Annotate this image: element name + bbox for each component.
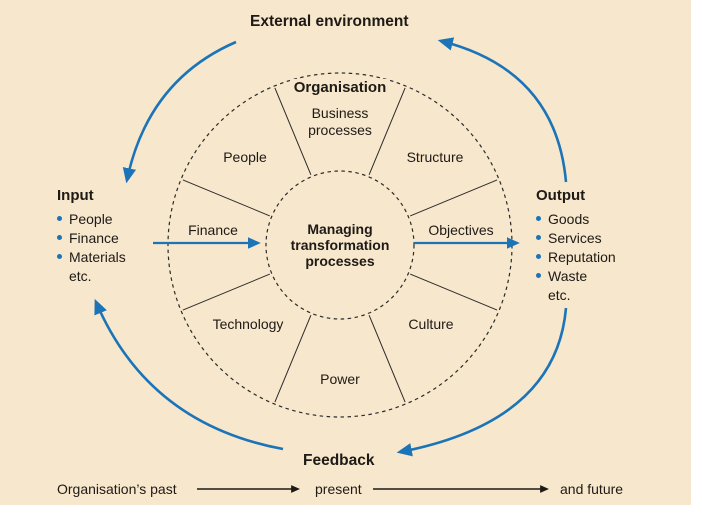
spoke-line (410, 273, 498, 311)
timeline-present-label: present (315, 481, 362, 497)
segment-finance: Finance (188, 222, 238, 238)
feedback-to-input-arrow (94, 298, 284, 451)
bullet-icon (536, 273, 541, 278)
output-title: Output (536, 187, 586, 204)
output-item-label: Reputation (548, 248, 616, 265)
input-title: Input (57, 187, 94, 204)
spoke-line (274, 315, 312, 403)
bullet-icon (57, 235, 62, 240)
segment-divider-lines (182, 87, 498, 403)
output-to-feedback-arrow (396, 307, 568, 457)
list-item: People (57, 209, 126, 228)
input-item-label: Materials (69, 248, 126, 265)
bullet-icon (536, 216, 541, 221)
segment-people: People (223, 149, 267, 165)
list-item: Goods (536, 209, 616, 228)
segment-objectives: Objectives (428, 222, 494, 238)
output-item-label: Waste (548, 267, 588, 284)
list-item: Materials (57, 247, 126, 266)
list-item: Reputation (536, 247, 616, 266)
timeline-past-label: Organisation’s past (57, 481, 177, 497)
segment-culture: Culture (408, 316, 454, 332)
output-list: Output Goods Services Reputation Waste e… (536, 187, 616, 304)
bullet-icon (57, 216, 62, 221)
output-to-environment-arrow (437, 37, 568, 183)
segment-technology: Technology (212, 316, 284, 332)
output-item-label: Services (548, 229, 602, 246)
input-list: Input People Finance Materials etc. (57, 187, 126, 285)
spoke-line (274, 87, 312, 175)
list-item: Waste (536, 266, 616, 285)
inner-dashed-circle (265, 170, 415, 320)
bullet-icon (57, 254, 62, 259)
timeline-future-label: and future (560, 481, 624, 497)
organisation-heading: Organisation (284, 79, 396, 97)
spoke-line (368, 315, 406, 403)
spoke-line (410, 179, 498, 217)
input-etc-label: etc. (69, 267, 92, 284)
spoke-line (182, 179, 270, 217)
bullet-icon (536, 254, 541, 259)
segment-structure: Structure (406, 149, 464, 165)
input-item-label: Finance (69, 229, 119, 246)
spoke-line (368, 87, 406, 175)
spoke-line (182, 273, 270, 311)
environment-to-input-arrow (122, 40, 237, 184)
list-item: Finance (57, 228, 126, 247)
segment-power: Power (320, 371, 360, 387)
segment-business-processes: Business processes (308, 105, 372, 138)
feedback-label: Feedback (303, 452, 375, 469)
organisation-heading-text: Organisation (289, 79, 391, 96)
bullet-icon (536, 235, 541, 240)
input-item-label: People (69, 210, 113, 227)
output-item-label: Goods (548, 210, 590, 227)
center-transformation-label: Managing transformation processes (290, 221, 390, 269)
external-environment-label: External environment (250, 13, 409, 30)
list-item: Services (536, 228, 616, 247)
output-etc-label: etc. (548, 286, 571, 303)
